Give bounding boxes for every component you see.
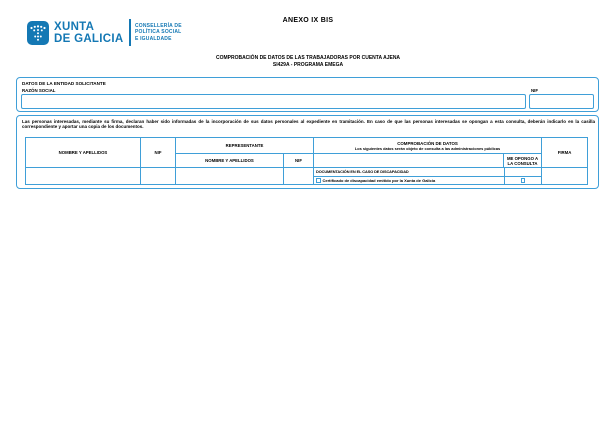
col-header-me-opongo: ME OPONGO A LA CONSULTA [502, 153, 543, 168]
row-rep-nombre-cell[interactable] [175, 167, 284, 185]
col-header-nif: NIF [140, 137, 176, 168]
razon-social-field[interactable] [21, 94, 526, 109]
me-opongo-checkbox[interactable] [520, 178, 526, 183]
consent-paragraph: Las personas interesadas, mediante su fi… [22, 118, 595, 129]
anexo-label: ANEXO IX BIS [282, 17, 334, 24]
comprobacion-spacer-cell [313, 153, 504, 168]
col-header-rep-nif: NIF [283, 153, 314, 168]
seccion-row: DOCUMENTACIÓN EN EL CASO DE DISCAPACIDAD [314, 168, 542, 177]
entity-nif-field[interactable] [529, 94, 594, 109]
xunta-wordmark: XUNTA DE GALICIA [54, 21, 123, 45]
comprobacion-subtitle: Los siguientes datos serán objeto de con… [354, 145, 501, 151]
entity-data-box: DATOS DE LA ENTIDAD SOLICITANTE RAZÓN SO… [16, 77, 599, 112]
logo-divider [129, 19, 131, 46]
xunta-logo: XUNTA DE GALICIA CONSELLERÍA DE POLÍTICA… [27, 19, 182, 46]
comprobacion-data-area: DOCUMENTACIÓN EN EL CASO DE DISCAPACIDAD… [312, 167, 543, 185]
dept-line-3: E IGUALDADE [134, 35, 172, 42]
title-line-2: SI429A - PROGRAMA EMEGA [272, 62, 344, 68]
department-name: CONSELLERÍA DE POLÍTICA SOCIAL E IGUALDA… [135, 23, 182, 42]
col-header-comprobacion: COMPROBACIÓN DE DATOS Los siguientes dat… [312, 137, 543, 154]
entity-box-heading: DATOS DE LA ENTIDAD SOLICITANTE [22, 80, 106, 86]
col-header-rep-nombre: NOMBRE Y APELLIDOS [175, 153, 284, 168]
razon-social-label: RAZÓN SOCIAL [22, 87, 56, 93]
col-header-representante: REPRESENTANTE [175, 137, 314, 154]
row-nombre-apellidos-cell[interactable] [25, 167, 141, 185]
consulta-item-cell: Certificado de discapacidad emitido por … [314, 177, 504, 185]
col-header-firma: FIRMA [541, 137, 589, 168]
seccion-label-cell: DOCUMENTACIÓN EN EL CASO DE DISCAPACIDAD [314, 168, 504, 176]
brand-line-2: DE GALICIA [54, 32, 124, 45]
row-nif-cell[interactable] [140, 167, 176, 185]
xunta-crest-icon [27, 20, 49, 45]
seccion-label: DOCUMENTACIÓN EN EL CASO DE DISCAPACIDAD [316, 169, 409, 175]
consulta-row: Certificado de discapacidad emitido por … [314, 176, 541, 185]
seccion-opp-spacer [504, 168, 541, 176]
row-firma-cell[interactable] [541, 167, 589, 185]
comprobacion-title: COMPROBACIÓN DE DATOS [397, 140, 458, 146]
document-title: COMPROBACIÓN DE DATOS DE LAS TRABAJADORA… [0, 55, 616, 69]
consulta-item-checkbox[interactable] [316, 178, 321, 183]
consulta-item-label: Certificado de discapacidad emitido por … [322, 177, 436, 183]
dept-line-1: CONSELLERÍA DE [134, 23, 182, 30]
brand-line-1: XUNTA [54, 20, 95, 33]
consent-box: Las personas interesadas, mediante su fi… [16, 115, 599, 189]
me-opongo-cell [504, 176, 541, 184]
dept-line-2: POLÍTICA SOCIAL [134, 29, 182, 36]
row-rep-nif-cell[interactable] [283, 167, 314, 185]
comprobacion-table: NOMBRE Y APELLIDOS NIF REPRESENTANTE COM… [25, 137, 589, 185]
title-line-1: COMPROBACIÓN DE DATOS DE LAS TRABAJADORA… [215, 55, 401, 61]
col-header-nombre-apellidos: NOMBRE Y APELLIDOS [25, 137, 141, 168]
entity-nif-label: NIF [531, 87, 539, 93]
